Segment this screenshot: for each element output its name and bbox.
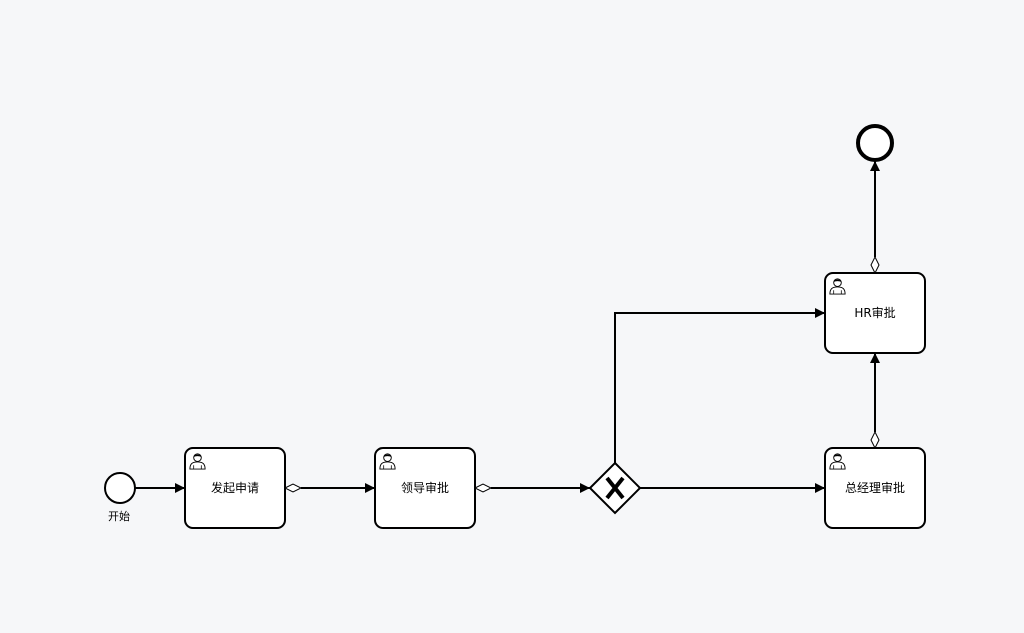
task-label: 总经理审批	[845, 480, 905, 495]
flow-gateway-to-hr[interactable]	[614, 308, 825, 463]
start-event-label: 开始	[108, 509, 130, 523]
start-event[interactable]	[104, 472, 136, 504]
task-gm-approval[interactable]: 总经理审批	[824, 447, 926, 529]
sequence-flows	[135, 161, 880, 493]
flow-source-diamond	[473, 483, 493, 493]
flow-leader-to-gateway[interactable]	[473, 483, 590, 493]
task-label: 领导审批	[401, 480, 449, 495]
gateway-x-icon	[605, 476, 625, 500]
task-label: HR审批	[854, 305, 895, 320]
flow-gm-to-hr[interactable]	[870, 353, 880, 450]
flow-hr-to-end[interactable]	[870, 161, 880, 275]
task-submit-application[interactable]: 发起申请	[184, 447, 286, 529]
flow-source-diamond	[870, 255, 880, 275]
flow-source-diamond	[283, 483, 303, 493]
end-event[interactable]	[856, 124, 894, 162]
exclusive-gateway[interactable]	[588, 461, 642, 515]
flow-source-diamond	[870, 430, 880, 450]
task-leader-approval[interactable]: 领导审批	[374, 447, 476, 529]
task-label: 发起申请	[211, 480, 259, 495]
task-hr-approval[interactable]: HR审批	[824, 272, 926, 354]
flow-submit-to-leader[interactable]	[283, 483, 375, 493]
